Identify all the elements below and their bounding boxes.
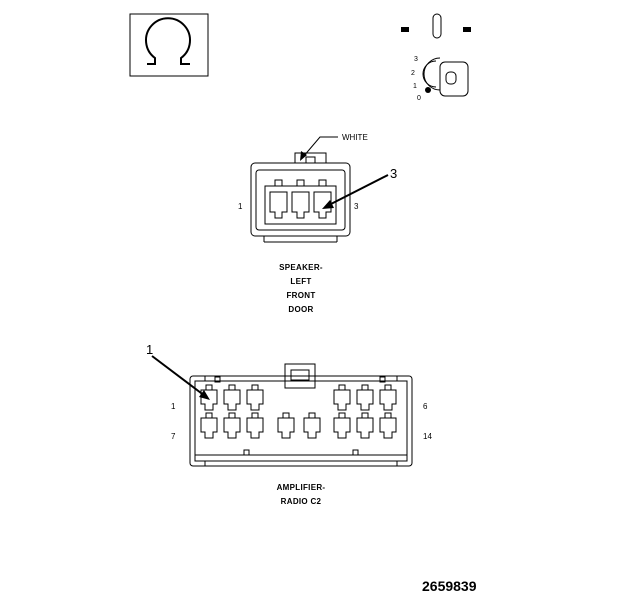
amplifier-bottom-row-cavities [200, 412, 397, 439]
amplifier-callout-number: 1 [146, 342, 153, 357]
amplifier-connector-face [151, 355, 413, 467]
speaker-title-line: LEFT [290, 277, 311, 286]
speaker-connector-face [250, 136, 389, 243]
speaker-title-line: SPEAKER- [279, 263, 323, 272]
amplifier-title-line: AMPLIFIER- [277, 483, 326, 492]
amplifier-pin-7-label: 7 [171, 432, 176, 441]
amplifier-pin-14-label: 14 [423, 432, 432, 441]
speaker-connector-title: SPEAKER- LEFT FRONT DOOR [279, 263, 323, 314]
amplifier-top-row-cavities [200, 384, 397, 411]
speaker-pin-1-label: 1 [238, 202, 243, 211]
ohm-meter-icon [129, 13, 209, 77]
speaker-title-line: DOOR [288, 305, 313, 314]
ignition-position-1: 1 [413, 83, 417, 90]
speaker-wire-color-label: WHITE [342, 133, 368, 142]
ignition-position-3: 3 [414, 56, 418, 63]
ignition-position-0: 0 [417, 95, 421, 102]
speaker-callout-number: 3 [390, 166, 397, 181]
amplifier-pin-1-label: 1 [171, 402, 176, 411]
amplifier-title-line: RADIO C2 [281, 497, 322, 506]
figure-number: 2659839 [422, 578, 477, 594]
amplifier-connector-title: AMPLIFIER- RADIO C2 [277, 483, 326, 506]
amplifier-pin-6-label: 6 [423, 402, 428, 411]
speaker-pin-3-label: 3 [354, 202, 359, 211]
ignition-position-2: 2 [411, 70, 415, 77]
speaker-title-line: FRONT [286, 291, 315, 300]
ignition-key-off-icon [401, 13, 471, 97]
